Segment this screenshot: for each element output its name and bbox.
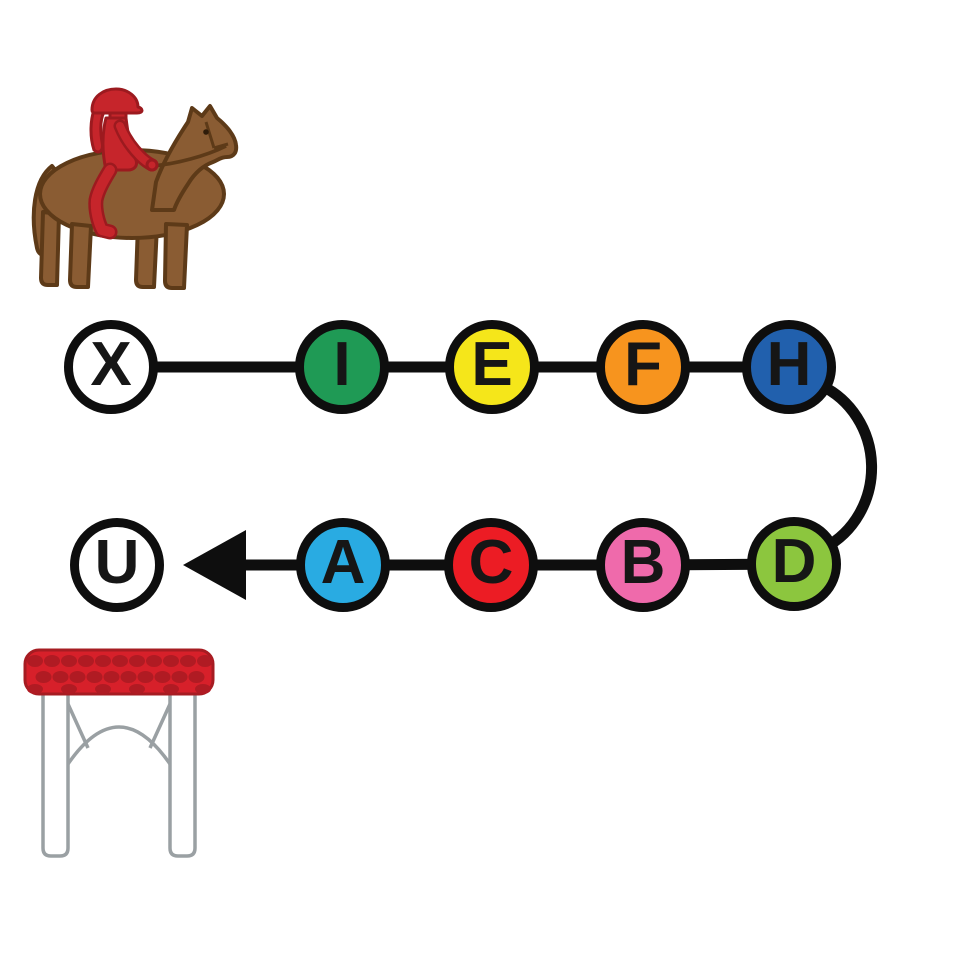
letter-node-u: U [70,518,164,612]
horse-graphic [31,104,239,290]
letter-label: D [771,527,817,596]
horse-leg [68,222,93,289]
table-top [23,648,215,696]
letter-node-f: F [596,320,690,414]
letter-label: C [468,528,514,597]
horse-bridle [204,121,229,150]
letter-node-x: X [64,320,158,414]
vaulting-table-icon [23,648,215,858]
rider-graphic [88,87,159,240]
table-leg-left [41,690,70,858]
table-frame [66,703,172,765]
rider-leg [90,165,115,237]
horse-leg [39,210,61,287]
horse-eye [203,129,209,135]
letter-node-h: H [742,320,836,414]
table-legs [41,690,197,858]
letter-label: U [94,528,140,597]
horse-rein [151,144,227,168]
letter-label: A [320,528,366,597]
table-leg-right [168,690,197,858]
letter-node-b: B [596,518,690,612]
rider-helmet [90,87,144,115]
rider-hair [89,108,106,154]
letter-node-e: E [445,320,539,414]
horse-rider-icon [31,87,239,290]
left-arrow-icon [183,530,246,600]
table-arch [66,725,172,765]
letter-node-c: C [444,518,538,612]
letter-label: I [333,330,351,399]
letter-label: E [471,330,513,399]
letter-node-i: I [295,320,389,414]
letter-label: B [620,528,666,597]
table-strut [66,703,90,749]
horse-leg [163,222,189,290]
connector-curve-h-d [817,380,878,553]
table-strut [148,703,172,749]
rider-hand [145,158,159,172]
letter-label: X [90,330,132,399]
letter-label: F [624,330,662,399]
letter-node-a: A [296,518,390,612]
letter-node-d: D [747,517,841,611]
letter-label: H [766,330,812,399]
table-top-pattern [27,655,213,694]
